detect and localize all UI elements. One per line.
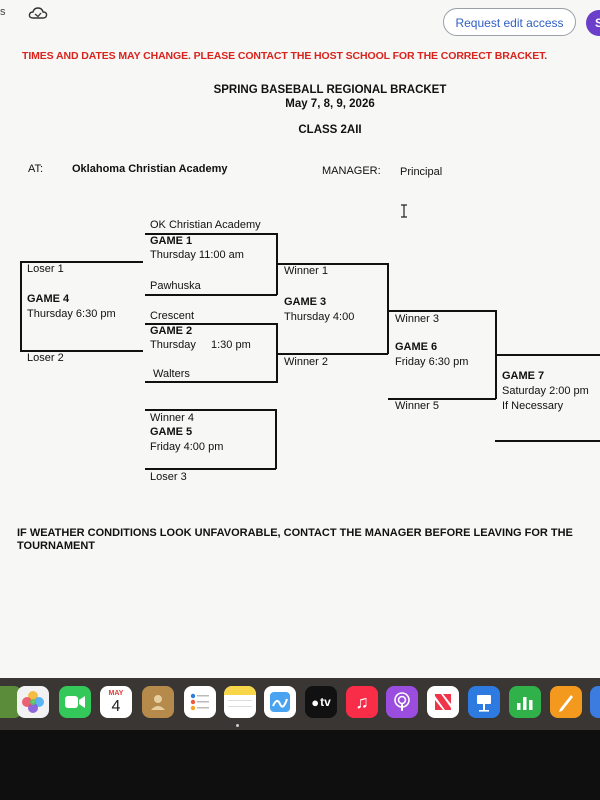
game7-time: Saturday 2:00 pm xyxy=(502,385,589,397)
game5-time: Friday 4:00 pm xyxy=(150,441,223,453)
bracket-line xyxy=(495,440,600,442)
game4-team-bottom: Loser 2 xyxy=(27,352,64,364)
bracket-line xyxy=(145,294,277,296)
game5-team-top: Winner 4 xyxy=(150,412,194,424)
bracket-line xyxy=(20,261,143,263)
news-icon[interactable] xyxy=(427,686,459,718)
keynote-icon[interactable] xyxy=(468,686,500,718)
bracket-line xyxy=(275,409,277,469)
game2-team-bottom: Walters xyxy=(153,368,190,380)
game3-name: GAME 3 xyxy=(284,296,326,308)
doc-title: SPRING BASEBALL REGIONAL BRACKET xyxy=(0,84,600,96)
game6-team-top: Winner 3 xyxy=(395,313,439,325)
bracket-line xyxy=(387,263,389,354)
reminders-icon[interactable] xyxy=(184,686,216,718)
bracket-line xyxy=(145,381,277,383)
music-icon[interactable]: ♫ xyxy=(346,686,378,718)
apple-tv-icon[interactable]: ●tv xyxy=(305,686,337,718)
game5-team-bottom: Loser 3 xyxy=(150,471,187,483)
calendar-day: 4 xyxy=(112,698,121,716)
game3-time: Thursday 4:00 xyxy=(284,311,354,323)
photos-icon[interactable] xyxy=(17,686,49,718)
freeform-icon[interactable] xyxy=(264,686,296,718)
bracket-line xyxy=(20,261,22,351)
game2-name: GAME 2 xyxy=(150,325,192,337)
doc-dates: May 7, 8, 9, 2026 xyxy=(0,98,600,110)
cloud-icon[interactable] xyxy=(28,5,48,21)
screen: s Request edit access S TIMES AND DATES … xyxy=(0,0,600,678)
bracket-line xyxy=(145,468,276,470)
weather-note: IF WEATHER CONDITIONS LOOK UNFAVORABLE, … xyxy=(17,527,587,553)
game5-name: GAME 5 xyxy=(150,426,192,438)
manager-value: Principal xyxy=(400,166,442,178)
game2-time-day: Thursday xyxy=(150,339,196,351)
doc-class: CLASS 2AII xyxy=(0,124,600,136)
game2-team-top: Crescent xyxy=(150,310,194,322)
notes-icon[interactable] xyxy=(224,686,256,718)
game7-name: GAME 7 xyxy=(502,370,544,382)
contacts-icon[interactable] xyxy=(142,686,174,718)
calendar-icon[interactable]: MAY 4 xyxy=(100,686,132,718)
bracket-line xyxy=(277,263,388,265)
game1-team-bottom: Pawhuska xyxy=(150,280,201,292)
partial-app-icon-right[interactable] xyxy=(590,686,600,718)
game4-team-top: Loser 1 xyxy=(27,263,64,275)
game6-team-bottom: Winner 5 xyxy=(395,400,439,412)
device-bezel xyxy=(0,730,600,800)
avatar[interactable]: S xyxy=(586,10,600,36)
manager-label: MANAGER: xyxy=(322,165,381,177)
running-indicator xyxy=(236,724,239,727)
bracket-line xyxy=(496,354,600,356)
game4-time: Thursday 6:30 pm xyxy=(27,308,116,320)
bracket-line xyxy=(388,310,496,312)
top-bar: s Request edit access S xyxy=(0,0,600,40)
pages-icon[interactable] xyxy=(550,686,582,718)
game1-time: Thursday 11:00 am xyxy=(150,249,244,261)
game1-team-top: OK Christian Academy xyxy=(150,219,261,231)
edge-glyph: s xyxy=(0,6,6,18)
numbers-icon[interactable] xyxy=(509,686,541,718)
at-label: AT: xyxy=(28,163,43,175)
game4-name: GAME 4 xyxy=(27,293,69,305)
game6-time: Friday 6:30 pm xyxy=(395,356,468,368)
game3-team-bottom: Winner 2 xyxy=(284,356,328,368)
facetime-icon[interactable] xyxy=(59,686,91,718)
text-cursor-icon xyxy=(399,204,409,218)
bracket-line xyxy=(277,353,388,355)
game6-name: GAME 6 xyxy=(395,341,437,353)
game1-name: GAME 1 xyxy=(150,235,192,247)
request-edit-access-button[interactable]: Request edit access xyxy=(443,8,576,36)
bracket-line xyxy=(145,409,276,411)
calendar-month: MAY xyxy=(109,689,124,698)
podcasts-icon[interactable] xyxy=(386,686,418,718)
apple-tv-label: tv xyxy=(320,695,331,709)
game3-team-top: Winner 1 xyxy=(284,265,328,277)
warning-text: TIMES AND DATES MAY CHANGE. PLEASE CONTA… xyxy=(22,50,600,62)
game7-note: If Necessary xyxy=(502,400,563,412)
at-value: Oklahoma Christian Academy xyxy=(72,163,227,175)
game2-time-hour: 1:30 pm xyxy=(211,339,251,351)
